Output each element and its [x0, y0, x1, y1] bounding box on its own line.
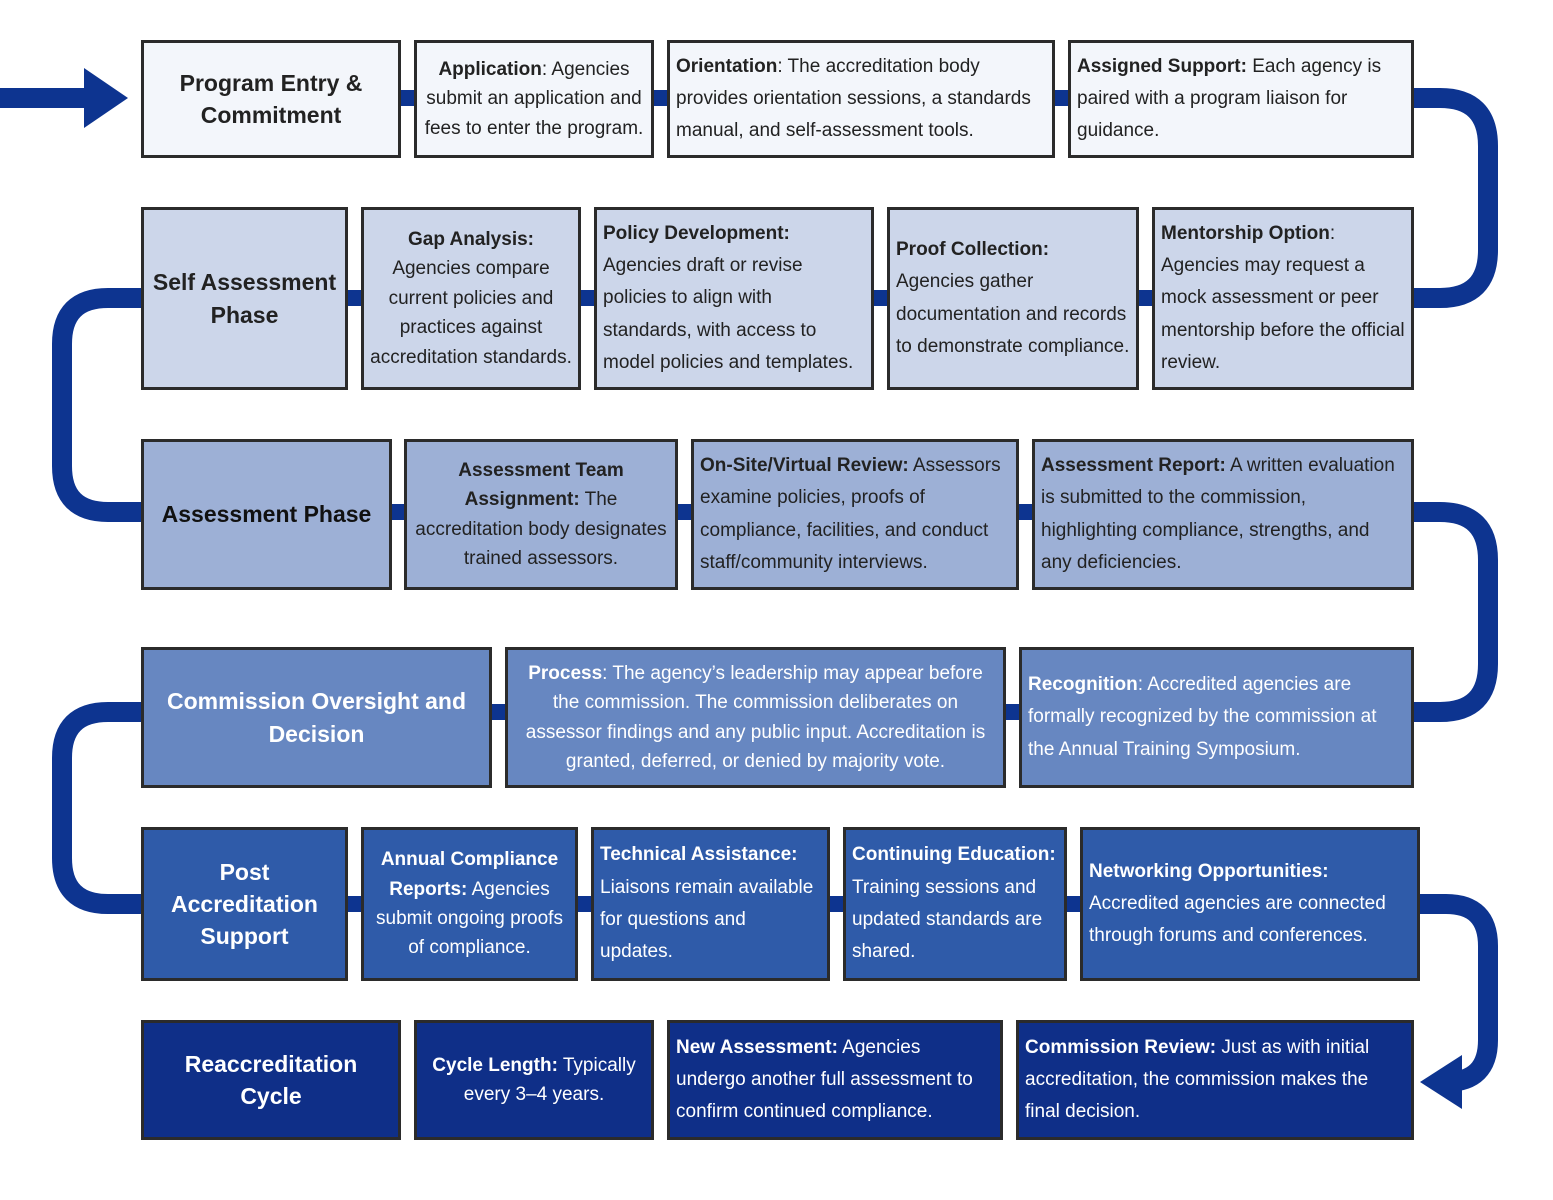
- step-lead: Recognition: [1028, 674, 1138, 696]
- step-proof-collection: Proof Collection: Agencies gather docume…: [887, 207, 1139, 390]
- step-text: Agencies submit ongoing proofs of compli…: [376, 878, 563, 959]
- phase-label: Reaccreditation Cycle: [184, 1050, 358, 1109]
- step-text: : Agencies submit an application and fee…: [424, 58, 644, 139]
- phase-program-entry: Program Entry & Commitment: [141, 40, 401, 158]
- step-text: Assessors examine policies, proofs of co…: [700, 454, 1001, 573]
- step-lead: Assessment Report:: [1041, 454, 1226, 476]
- phase-post-accreditation: Post Accreditation Support: [141, 827, 348, 981]
- step-assigned-support: Assigned Support: Each agency is paired …: [1068, 40, 1414, 158]
- step-text: : Agencies may request a mock assessment…: [1161, 222, 1405, 373]
- step-text: A written evaluation is submitted to the…: [1041, 454, 1395, 573]
- step-assessment-report: Assessment Report: A written evaluation …: [1032, 439, 1414, 590]
- step-lead: Annual Compliance Reports:: [380, 849, 559, 900]
- step-lead: Networking Opportunities:: [1089, 860, 1329, 882]
- step-text: Typically every 3–4 years.: [463, 1054, 636, 1105]
- step-text: : Accredited agencies are formally recog…: [1028, 674, 1377, 760]
- step-policy-development: Policy Development: Agencies draft or re…: [594, 207, 874, 390]
- step-text: : The accreditation body provides orient…: [676, 55, 1031, 142]
- connector-row4-row5: [52, 702, 143, 914]
- step-text: Accredited agencies are connected throug…: [1089, 892, 1386, 947]
- step-lead: Application: [438, 58, 542, 80]
- step-recognition: Recognition: Accredited agencies are for…: [1019, 647, 1414, 788]
- phase-label: Self Assessment Phase: [152, 269, 337, 328]
- phase-commission-oversight: Commission Oversight and Decision: [141, 647, 492, 788]
- connector-row5-row6: [1418, 894, 1498, 1092]
- connector-row1-row2: [1412, 88, 1498, 308]
- step-orientation: Orientation: The accreditation body prov…: [667, 40, 1055, 158]
- step-text: : The agency’s leadership may appear bef…: [525, 662, 986, 772]
- connector-row2-row3: [52, 288, 143, 522]
- connector-row3-row4: [1412, 502, 1498, 722]
- entry-arrow-icon: [0, 68, 128, 128]
- step-text: Liaisons remain available for questions …: [600, 876, 814, 963]
- step-lead: Technical Assistance:: [600, 844, 798, 866]
- step-lead: Proof Collection:: [896, 238, 1050, 260]
- step-assessment-team: Assessment Team Assignment: The accredit…: [404, 439, 678, 590]
- step-onsite-review: On-Site/Virtual Review: Assessors examin…: [691, 439, 1019, 590]
- step-lead: Mentorship Option: [1161, 222, 1330, 244]
- step-lead: Commission Review:: [1025, 1036, 1217, 1058]
- step-text: Agencies undergo another full assessment…: [676, 1036, 973, 1123]
- step-text: Training sessions and updated standards …: [852, 876, 1043, 963]
- step-text: The accreditation body designates traine…: [415, 489, 667, 569]
- phase-label: Assessment Phase: [161, 501, 372, 528]
- step-lead: Orientation: [676, 55, 778, 77]
- step-lead: Process: [528, 662, 603, 684]
- step-text: Just as with initial accreditation, the …: [1025, 1036, 1370, 1123]
- step-text: Each agency is paired with a program lia…: [1077, 55, 1382, 142]
- step-lead: New Assessment:: [676, 1036, 838, 1058]
- step-commission-review: Commission Review: Just as with initial …: [1016, 1020, 1414, 1140]
- step-lead: Continuing Education:: [852, 844, 1056, 866]
- phase-self-assessment: Self Assessment Phase: [141, 207, 348, 390]
- step-application: Application: Agencies submit an applicat…: [414, 40, 654, 158]
- step-mentorship-option: Mentorship Option: Agencies may request …: [1152, 207, 1414, 390]
- step-lead: On-Site/Virtual Review:: [700, 454, 909, 476]
- phase-reaccreditation: Reaccreditation Cycle: [141, 1020, 401, 1140]
- phase-label: Program Entry & Commitment: [179, 69, 363, 128]
- final-arrow-icon: [1420, 1055, 1462, 1109]
- step-networking: Networking Opportunities: Accredited age…: [1080, 827, 1420, 981]
- phase-label: Post Accreditation Support: [171, 858, 318, 950]
- step-annual-compliance: Annual Compliance Reports: Agencies subm…: [361, 827, 578, 981]
- step-lead: Assessment Team Assignment:: [458, 459, 624, 511]
- step-continuing-education: Continuing Education: Training sessions …: [843, 827, 1067, 981]
- step-lead: Assigned Support:: [1077, 55, 1247, 77]
- step-text: Agencies draft or revise policies to ali…: [603, 255, 854, 373]
- step-technical-assistance: Technical Assistance: Liaisons remain av…: [591, 827, 830, 981]
- step-lead: Cycle Length:: [432, 1054, 558, 1076]
- phase-assessment: Assessment Phase: [141, 439, 392, 590]
- step-process: Process: The agency’s leadership may app…: [505, 647, 1006, 788]
- step-lead: Gap Analysis:: [407, 228, 534, 250]
- phase-label: Commission Oversight and Decision: [166, 688, 467, 747]
- step-cycle-length: Cycle Length: Typically every 3–4 years.: [414, 1020, 654, 1140]
- step-lead: Policy Development:: [603, 222, 790, 244]
- step-new-assessment: New Assessment: Agencies undergo another…: [667, 1020, 1003, 1140]
- step-gap-analysis: Gap Analysis: Agencies compare current p…: [361, 207, 581, 390]
- step-text: Agencies compare current policies and pr…: [370, 258, 572, 368]
- step-text: Agencies gather documentation and record…: [896, 271, 1130, 357]
